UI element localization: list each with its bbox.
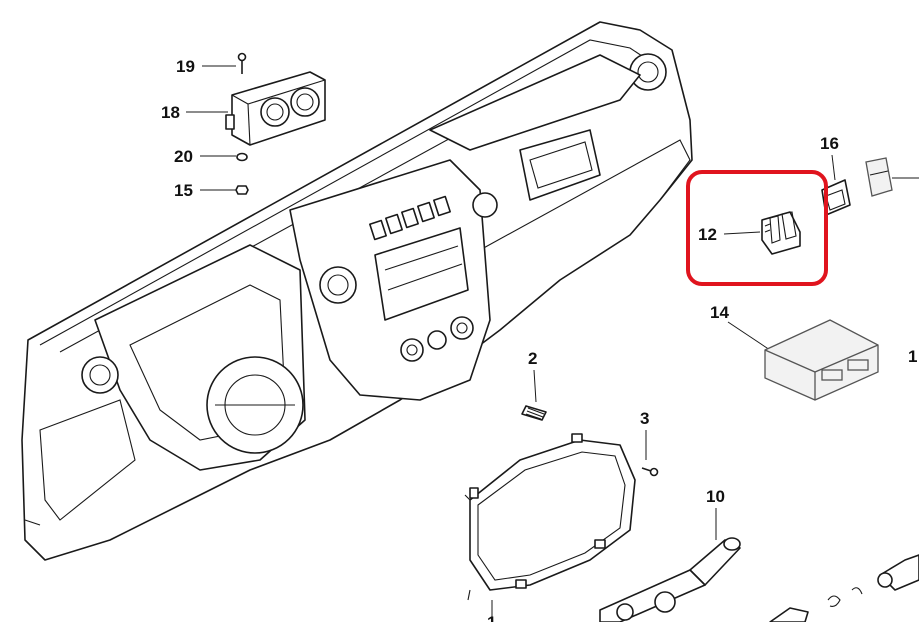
part-20-washer: 20 — [174, 147, 248, 166]
callout-10: 10 — [706, 487, 725, 506]
callout-3: 3 — [640, 409, 649, 428]
part-2-spring: 2 — [521, 349, 547, 421]
callout-2: 2 — [528, 349, 537, 368]
dashboard-panel — [21, 21, 693, 561]
callout-16: 16 — [820, 134, 839, 153]
hvac-knobs — [400, 316, 474, 362]
part-1-instrument-cluster: 1 — [464, 433, 636, 622]
callout-14: 14 — [710, 303, 729, 322]
callout-15: 15 — [174, 181, 193, 200]
part-12-rocker-switch: 12 — [686, 170, 828, 286]
callout-1: 1 — [487, 613, 496, 622]
part-18-gauge-housing: 18 — [161, 71, 326, 146]
part-3-screw: 3 — [640, 409, 659, 477]
callout-20: 20 — [174, 147, 193, 166]
part-19-screw: 19 — [176, 52, 247, 76]
part-14-module-box: 14 1 — [710, 303, 917, 401]
center-switch-row — [369, 195, 451, 241]
callout-18: 18 — [161, 103, 180, 122]
part-13-switch-cover — [865, 157, 919, 197]
part-15-nut: 15 — [174, 181, 249, 200]
callout-19: 19 — [176, 57, 195, 76]
highlight-box — [686, 170, 828, 286]
callout-12: 12 — [698, 225, 717, 244]
part-16-bracket: 16 — [820, 134, 851, 216]
part-10-stalk-switch: 10 — [599, 487, 919, 622]
callout-13: 1 — [908, 347, 917, 366]
